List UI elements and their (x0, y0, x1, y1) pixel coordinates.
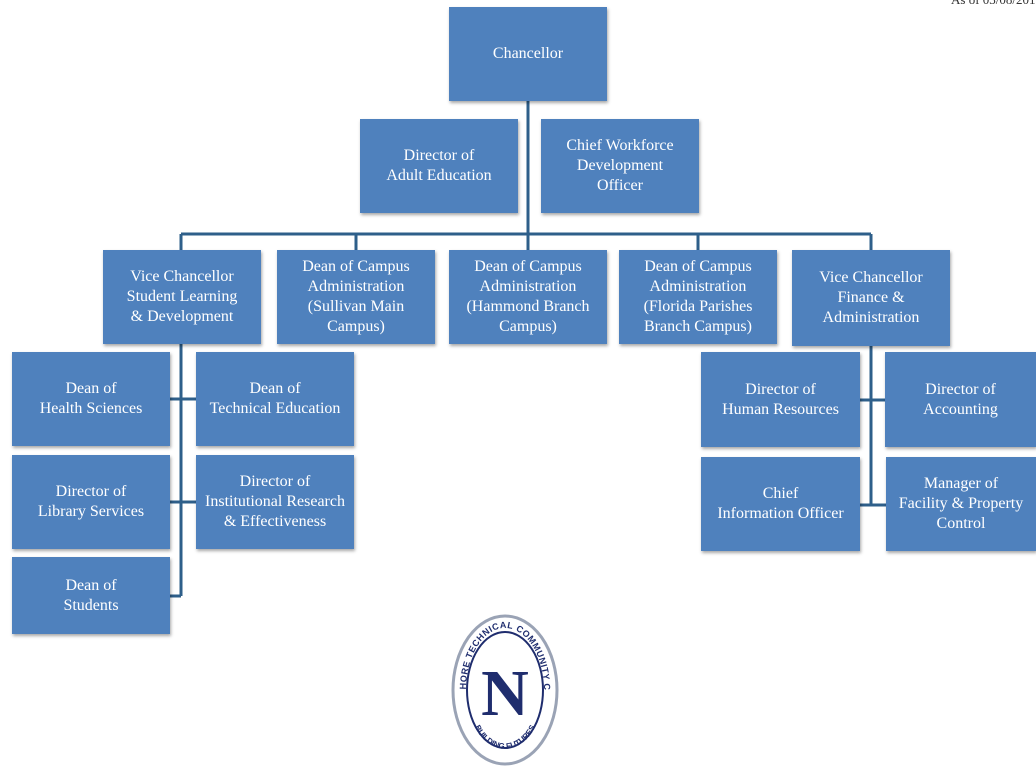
vc-finance-box: Vice Chancellor Finance & Administration (792, 250, 950, 346)
chief-workforce-officer-box: Chief Workforce Development Officer (541, 119, 699, 213)
dean-sullivan-box: Dean of Campus Administration (Sullivan … (277, 250, 435, 344)
chancellor-box: Chancellor (449, 7, 607, 101)
director-adult-education-box: Director of Adult Education (360, 119, 518, 213)
director-institutional-research-box: Director of Institutional Research & Eff… (196, 455, 354, 549)
college-seal-logo: NORTHSHORE TECHNICAL COMMUNITY COLLEGE B… (450, 612, 559, 766)
director-library-services-box: Director of Library Services (12, 455, 170, 549)
svg-text:N: N (481, 657, 529, 730)
director-accounting-box: Director of Accounting (885, 352, 1036, 447)
director-human-resources-box: Director of Human Resources (701, 352, 860, 447)
as-of-date: As of 03/08/2016 (951, 0, 1036, 8)
dean-health-sciences-box: Dean of Health Sciences (12, 352, 170, 446)
manager-facility-property-box: Manager of Facility & Property Control (886, 457, 1036, 551)
dean-technical-education-box: Dean of Technical Education (196, 352, 354, 446)
dean-florida-parishes-box: Dean of Campus Administration (Florida P… (619, 250, 777, 344)
chief-information-officer-box: Chief Information Officer (701, 457, 860, 551)
dean-hammond-box: Dean of Campus Administration (Hammond B… (449, 250, 607, 344)
vc-student-learning-box: Vice Chancellor Student Learning & Devel… (103, 250, 261, 344)
dean-of-students-box: Dean of Students (12, 557, 170, 634)
